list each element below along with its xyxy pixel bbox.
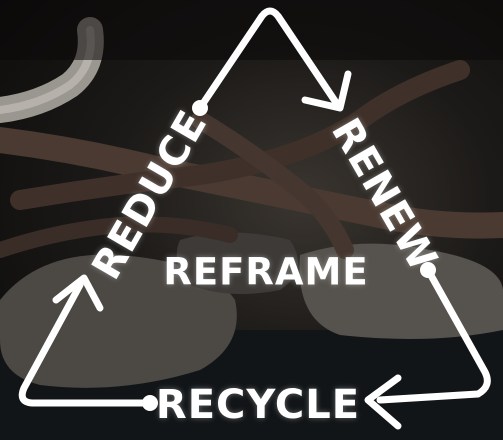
dot-right — [420, 262, 436, 278]
dot-top-left — [192, 100, 208, 116]
rock-middle — [176, 232, 298, 294]
left-arrow-path — [18, 281, 154, 407]
label-reframe: REFRAME — [163, 250, 369, 294]
root-main — [0, 127, 503, 239]
top-arrow-head — [301, 70, 352, 112]
root-branch — [191, 111, 354, 259]
rock-left — [0, 254, 237, 388]
right-arrow-head — [364, 374, 402, 430]
root-lower — [0, 216, 238, 258]
left-arrow-head — [52, 274, 104, 312]
dot-bottom-left — [142, 395, 158, 411]
right-arrow-path — [376, 266, 491, 404]
top-arrow-path — [196, 7, 341, 112]
label-recycle: RECYCLE — [155, 382, 361, 428]
